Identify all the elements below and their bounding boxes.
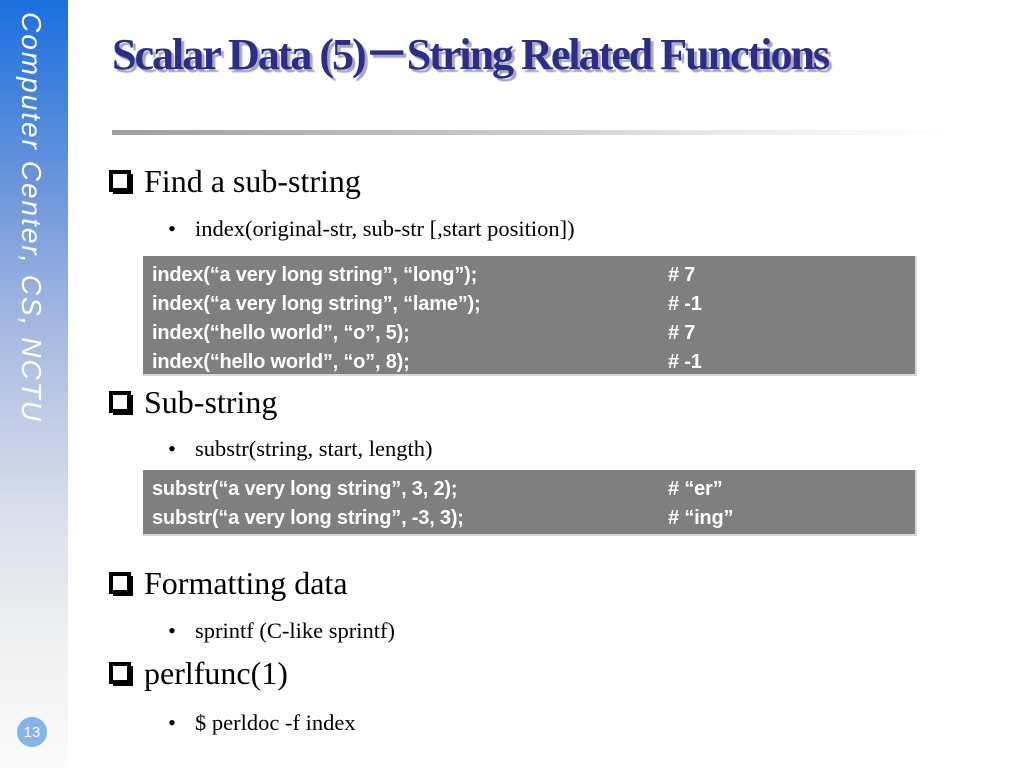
page-number: 13 [23,723,41,741]
code-text: substr(“a very long string”, -3, 3); [152,507,464,529]
section-heading-perlfunc: perlfunc(1) [109,652,288,694]
code-box-index-examples: index(“a very long string”, “long”); # 7… [143,256,917,376]
code-line: substr(“a very long string”, -3, 3); # “… [152,504,915,533]
code-comment: # 7 [668,264,696,286]
code-line: substr(“a very long string”, 3, 2); # “e… [152,475,915,504]
slide-title: Scalar Data (5)－String Related Functions [112,30,830,79]
heading-label: Formatting data [144,565,348,601]
code-comment: # 7 [668,322,696,344]
bullet-substr-syntax: • substr(string, start, length) [168,432,432,466]
bullet-label: $ perldoc -f index [195,710,356,735]
code-text: substr(“a very long string”, 3, 2); [152,478,458,500]
bullet-label: substr(string, start, length) [195,436,433,461]
code-line: index(“hello world”, “o”, 8); # -1 [152,348,915,377]
code-box-substr-examples: substr(“a very long string”, 3, 2); # “e… [143,470,917,536]
code-line: index(“a very long string”, “lame”); # -… [152,290,915,319]
dot-bullet-icon: • [168,618,176,643]
section-heading-find-substring: Find a sub-string [109,160,361,202]
code-comment: # “ing” [668,507,734,529]
dot-bullet-icon: • [168,216,176,241]
code-text: index(“a very long string”, “lame”); [152,293,481,315]
bullet-index-syntax: • index(original-str, sub-str [,start po… [168,212,575,246]
sidebar-vertical-text: Computer Center, CS, NCTU [16,12,47,423]
dot-bullet-icon: • [168,436,176,461]
code-comment: # -1 [668,293,702,315]
heading-label: perlfunc(1) [144,655,288,691]
code-comment: # “er” [668,478,723,500]
code-text: index(“a very long string”, “long”); [152,264,478,286]
bullet-sprintf: • sprintf (C-like sprintf) [168,614,395,648]
section-heading-substring: Sub-string [109,381,277,423]
square-bullet-icon [109,662,131,684]
code-line: index(“hello world”, “o”, 5); # 7 [152,319,915,348]
title-divider [112,130,950,135]
heading-label: Find a sub-string [144,163,361,199]
bullet-label: index(original-str, sub-str [,start posi… [195,216,575,241]
bullet-label: sprintf (C-like sprintf) [195,618,395,643]
page-number-badge: 13 [17,717,47,747]
dot-bullet-icon: • [168,710,176,735]
bullet-perldoc: • $ perldoc -f index [168,706,356,740]
code-text: index(“hello world”, “o”, 5); [152,322,410,344]
heading-label: Sub-string [144,384,278,420]
code-text: index(“hello world”, “o”, 8); [152,351,410,373]
square-bullet-icon [109,572,131,594]
square-bullet-icon [109,170,131,192]
sidebar: Computer Center, CS, NCTU 13 [0,0,68,768]
section-heading-formatting-data: Formatting data [109,562,348,604]
code-line: index(“a very long string”, “long”); # 7 [152,261,915,290]
code-comment: # -1 [668,351,702,373]
square-bullet-icon [109,391,131,413]
